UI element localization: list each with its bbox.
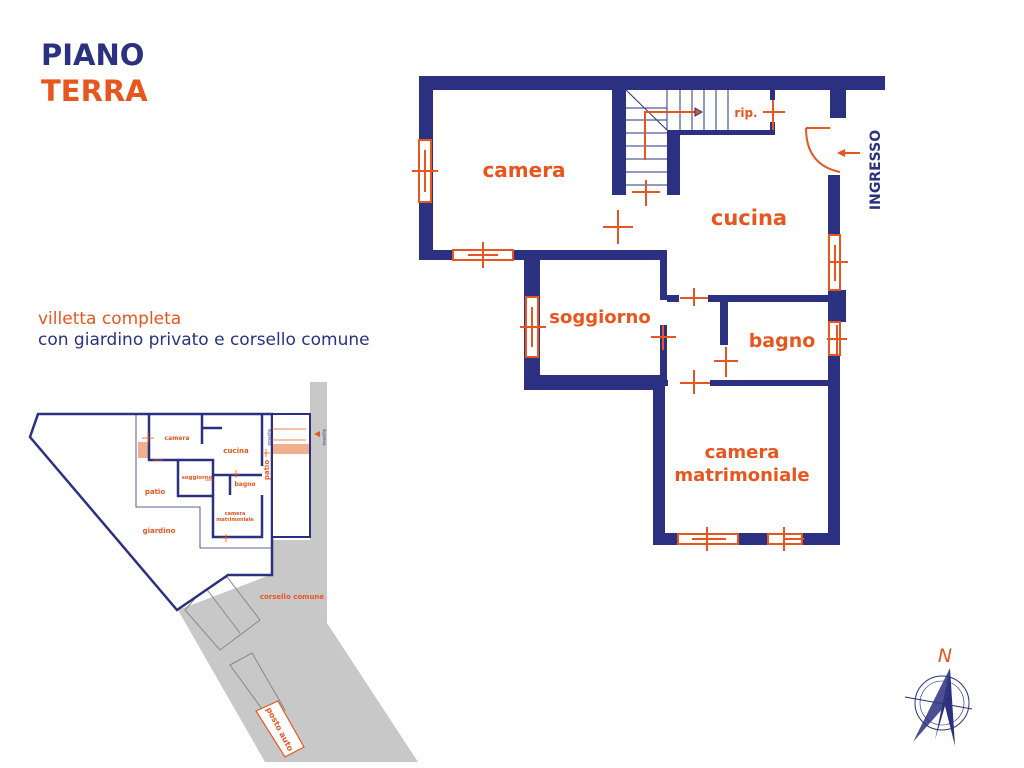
site-label-soggiorno: soggiorno xyxy=(182,475,213,481)
entrance-door xyxy=(805,127,860,173)
compass-icon: N xyxy=(904,645,973,746)
site-label-giardino: giardino xyxy=(143,527,176,535)
site-plan: posto auto camera cucina soggiorno bagno… xyxy=(28,382,418,762)
room-label-camera-matrimoniale-1: camera xyxy=(705,442,780,463)
room-label-rip: rip. xyxy=(734,106,757,120)
main-walls xyxy=(419,76,885,545)
site-label-corsello: corsello comune xyxy=(260,593,325,601)
room-label-cucina: cucina xyxy=(711,206,787,230)
room-label-soggiorno: soggiorno xyxy=(549,307,650,328)
room-label-camera-matrimoniale-2: matrimoniale xyxy=(674,465,809,486)
site-label-cucina: cucina xyxy=(223,447,249,455)
description-line-2: con giardino privato e corsello comune xyxy=(38,330,370,350)
title-line-1: PIANO xyxy=(41,38,145,72)
site-label-patio-2: patio xyxy=(263,460,271,480)
room-label-bagno: bagno xyxy=(749,330,816,352)
site-label-camera-matrimoniale-2: matrimoniale xyxy=(216,517,254,523)
site-label-camera-matrimoniale-1: camera xyxy=(225,511,246,517)
ingresso-label: INGRESSO xyxy=(868,130,884,210)
site-label-ingresso-1: ingresso xyxy=(267,429,272,446)
site-label-patio-1: patio xyxy=(145,488,165,496)
light-points xyxy=(412,100,848,551)
title-line-2: TERRA xyxy=(41,74,148,108)
compass-north-label: N xyxy=(938,645,952,667)
site-label-ingresso-2: ingresso xyxy=(322,429,327,446)
site-label-camera: camera xyxy=(165,435,190,442)
site-label-bagno: bagno xyxy=(234,481,255,488)
description-line-1: villetta completa xyxy=(38,309,182,329)
room-label-camera: camera xyxy=(482,158,565,182)
